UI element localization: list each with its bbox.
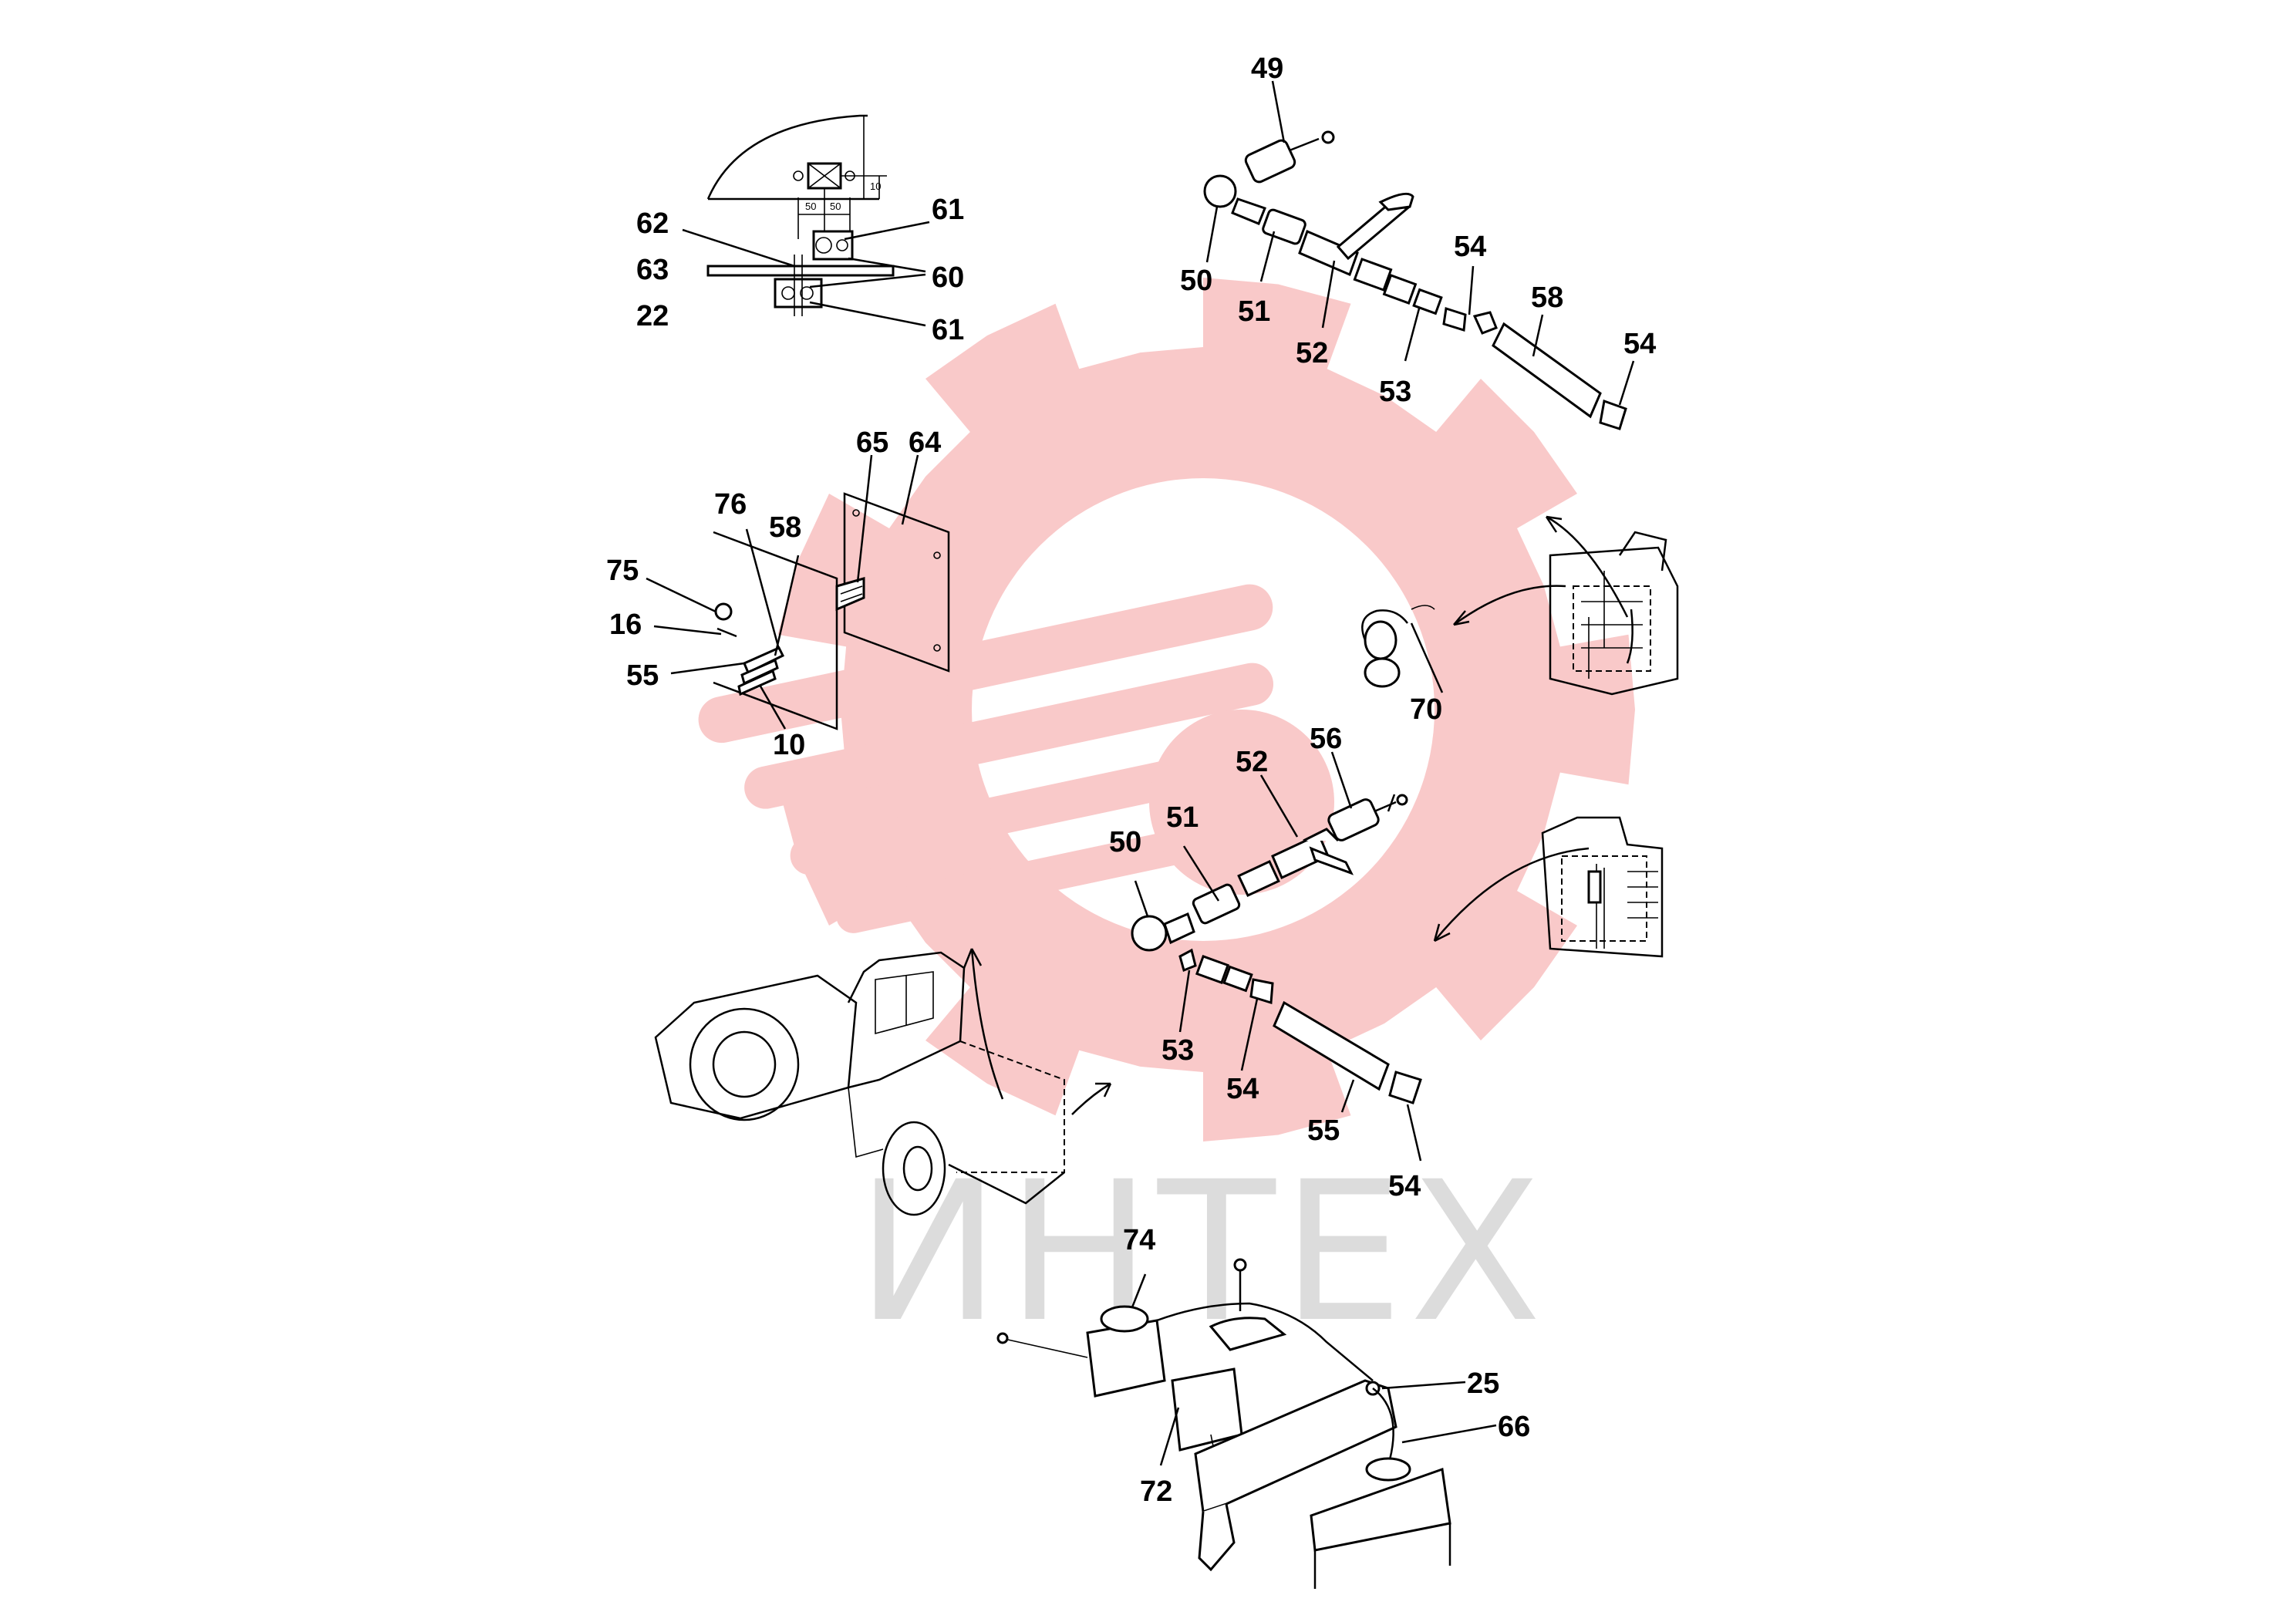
callout-50: 50 <box>1180 265 1212 297</box>
callout-53: 53 <box>1161 1034 1194 1067</box>
callout-54: 54 <box>1623 328 1656 360</box>
callout-58: 58 <box>769 511 801 544</box>
callout-76: 76 <box>714 488 747 521</box>
washer-tank-assembly <box>996 1258 1451 1589</box>
callout-10: 10 <box>773 729 805 761</box>
callout-51: 51 <box>1166 801 1199 834</box>
callout-16: 16 <box>609 609 642 641</box>
callout-74: 74 <box>1123 1224 1155 1256</box>
lower-valve-assembly <box>1131 794 1422 1104</box>
dimension-label: 50 <box>805 201 816 212</box>
callout-54: 54 <box>1388 1170 1421 1202</box>
watermark-bar <box>698 584 1273 744</box>
callout-58: 58 <box>1531 282 1563 314</box>
leader-lines <box>646 80 1635 1466</box>
callout-55: 55 <box>1307 1114 1340 1147</box>
dimension-label: 10 <box>870 180 881 192</box>
callout-70: 70 <box>1410 693 1442 726</box>
callout-60: 60 <box>932 261 964 294</box>
engine-view-upper <box>1361 515 1679 696</box>
dimension-label: 50 <box>830 201 841 212</box>
callout-54: 54 <box>1226 1073 1259 1105</box>
watermark-bar <box>836 815 1259 933</box>
callout-22: 22 <box>636 300 669 332</box>
callout-53: 53 <box>1379 376 1411 408</box>
callout-54: 54 <box>1454 231 1486 263</box>
watermark-bar <box>744 663 1274 809</box>
callout-72: 72 <box>1140 1475 1172 1508</box>
callout-49: 49 <box>1251 52 1283 85</box>
callout-55: 55 <box>626 659 659 692</box>
callout-61: 61 <box>932 314 964 346</box>
watermark-bar <box>790 741 1274 875</box>
callout-52: 52 <box>1236 746 1268 778</box>
callout-62: 62 <box>636 207 669 240</box>
callout-52: 52 <box>1296 337 1328 369</box>
roller-compactor <box>654 948 1112 1216</box>
bracket-detail: 50 50 10 <box>706 114 895 316</box>
callout-61: 61 <box>932 194 964 226</box>
callout-75: 75 <box>606 555 639 587</box>
watermark-text: ИНТЕХ <box>856 1140 1548 1364</box>
callout-56: 56 <box>1310 723 1342 755</box>
callout-63: 63 <box>636 254 669 286</box>
engine-view-lower <box>1433 816 1664 958</box>
callout-labels: 49 50 51 52 53 54 58 54 62 63 22 61 60 6… <box>606 52 1656 1508</box>
watermark-gear-logo <box>698 278 1635 1141</box>
callout-65: 65 <box>856 427 888 459</box>
filter-panel-assembly <box>713 492 950 730</box>
callout-66: 66 <box>1498 1411 1530 1443</box>
callout-50: 50 <box>1109 826 1141 858</box>
callout-51: 51 <box>1238 295 1270 328</box>
callout-25: 25 <box>1467 1367 1499 1400</box>
upper-valve-assembly <box>1203 130 1627 430</box>
callout-64: 64 <box>909 427 941 459</box>
